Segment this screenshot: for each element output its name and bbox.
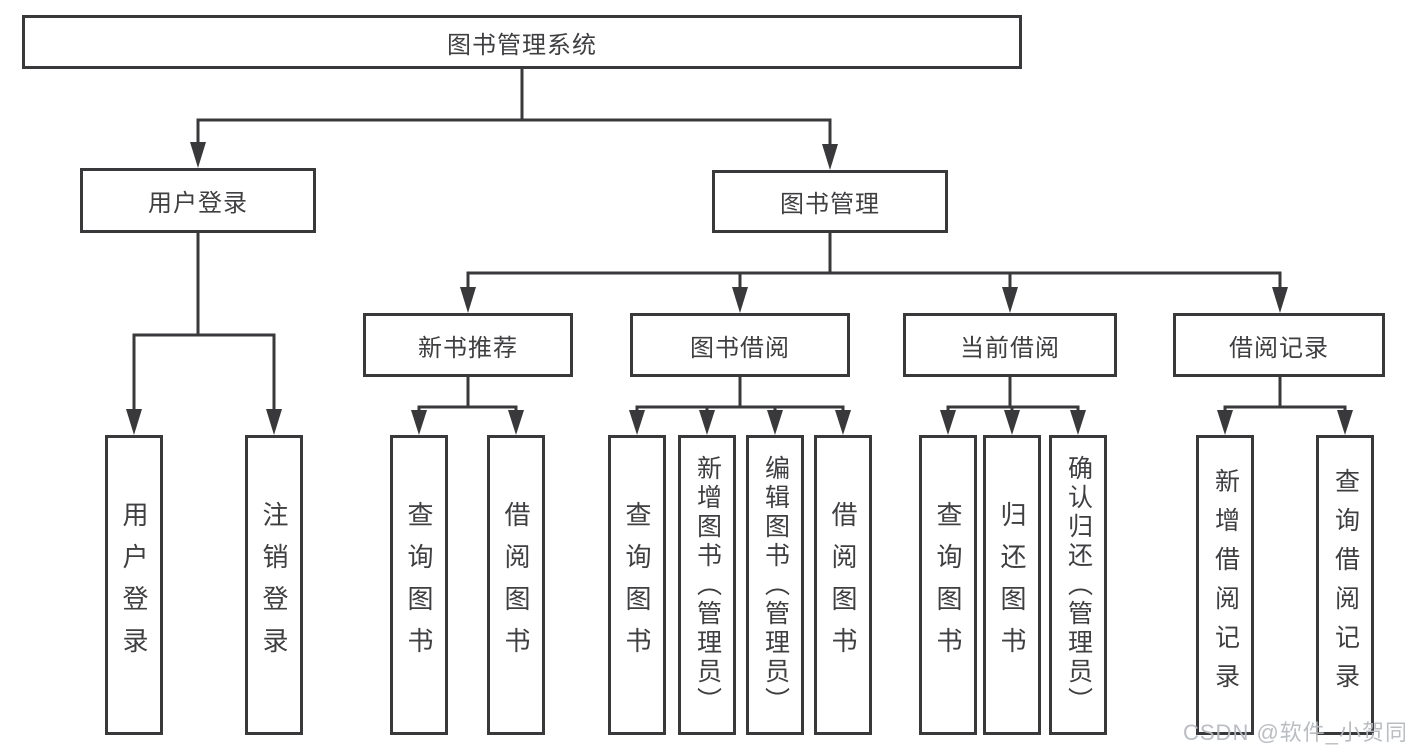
leaf-confirm-return-admin: 确认归还（管理员） — [1049, 435, 1107, 735]
leaf-edit-book-admin: 编辑图书（管理员） — [746, 435, 804, 735]
node-label: 借阅记录 — [1229, 334, 1329, 362]
leaf-label: 归还图书 — [997, 501, 1027, 669]
leaf-logout: 注销登录 — [245, 435, 303, 735]
csdn-watermark: CSDN @软件_小贺同学 — [1183, 720, 1405, 745]
node-new-book-recommend: 新书推荐 — [363, 313, 573, 377]
leaf-borrow-query-book: 查询图书 — [608, 435, 666, 735]
leaf-label: 确认归还（管理员） — [1064, 454, 1093, 716]
node-label: 图书管理系统 — [447, 31, 597, 59]
leaf-label: 查询图书 — [622, 501, 652, 669]
leaf-label: 查询图书 — [933, 501, 963, 669]
leaf-label: 新增借阅记录 — [1211, 468, 1240, 702]
node-book-borrow: 图书借阅 — [630, 313, 850, 377]
leaf-return-book: 归还图书 — [983, 435, 1041, 735]
leaf-add-book-admin: 新增图书（管理员） — [678, 435, 736, 735]
leaf-borrow-book: 借阅图书 — [814, 435, 872, 735]
leaf-label: 用户登录 — [119, 501, 149, 669]
node-current-borrow: 当前借阅 — [903, 313, 1117, 377]
node-label: 当前借阅 — [960, 334, 1060, 362]
leaf-label: 新增图书（管理员） — [693, 454, 722, 716]
leaf-label: 查询图书 — [404, 501, 434, 669]
leaf-label: 借阅图书 — [501, 501, 531, 669]
leaf-label: 编辑图书（管理员） — [761, 454, 790, 716]
leaf-query-borrow-record: 查询借阅记录 — [1316, 435, 1374, 735]
node-library-management-system: 图书管理系统 — [22, 15, 1022, 69]
leaf-recommend-borrow-book: 借阅图书 — [487, 435, 545, 735]
leaf-current-query-book: 查询图书 — [919, 435, 977, 735]
node-label: 新书推荐 — [418, 334, 518, 362]
leaf-label: 查询借阅记录 — [1331, 468, 1360, 702]
leaf-recommend-query-book: 查询图书 — [390, 435, 448, 735]
node-label: 用户登录 — [148, 190, 248, 217]
leaf-label: 注销登录 — [259, 501, 289, 669]
leaf-add-borrow-record: 新增借阅记录 — [1196, 435, 1254, 735]
node-borrow-records: 借阅记录 — [1173, 313, 1385, 377]
node-book-management-branch: 图书管理 — [712, 170, 948, 233]
node-label: 图书管理 — [780, 191, 880, 218]
node-user-login-branch: 用户登录 — [80, 168, 316, 233]
node-label: 图书借阅 — [690, 334, 790, 362]
leaf-label: 借阅图书 — [828, 501, 858, 669]
leaf-user-login: 用户登录 — [105, 435, 163, 735]
